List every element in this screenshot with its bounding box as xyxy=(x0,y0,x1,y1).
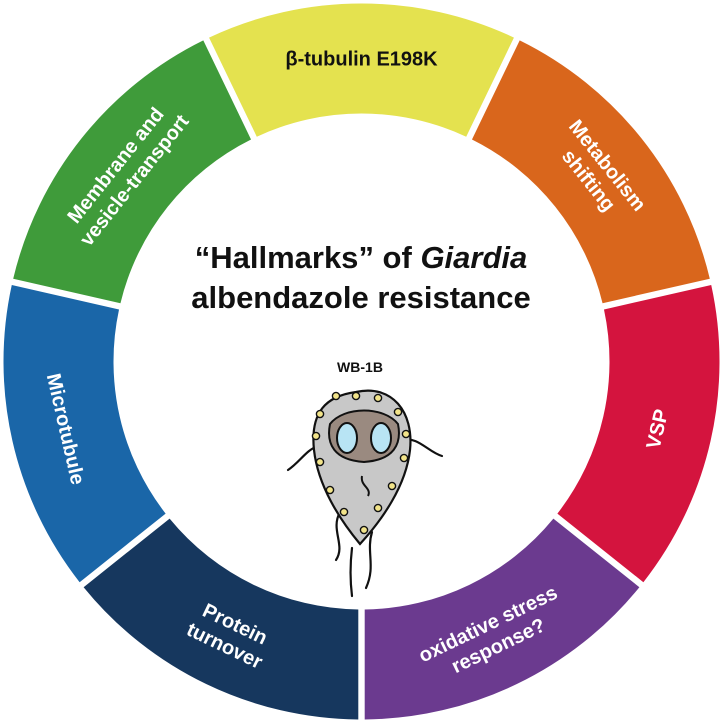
basal-body xyxy=(373,503,383,513)
center-title-line-2: albendazole resistance xyxy=(191,280,530,315)
basal-body xyxy=(315,457,325,467)
genus-name: Giardia xyxy=(420,240,527,275)
strain-label: WB-1B xyxy=(337,359,383,375)
basal-body xyxy=(387,481,397,491)
basal-body xyxy=(399,453,409,463)
basal-body xyxy=(373,393,383,403)
basal-body xyxy=(401,429,411,439)
basal-body xyxy=(339,507,349,517)
basal-body xyxy=(315,409,325,419)
basal-body xyxy=(359,525,369,535)
giardia-cell-illustration xyxy=(286,389,444,598)
basal-body xyxy=(393,407,403,417)
segment-microtubule xyxy=(3,284,166,583)
segment-ring: β-tubulin E198KMetabolismshiftingVSPoxid… xyxy=(3,3,720,720)
segment-protein-turnover xyxy=(83,518,359,720)
segment-metabolism xyxy=(471,40,710,304)
segment-beta-tubulin xyxy=(209,3,514,137)
segment-oxidative-stress xyxy=(364,518,640,720)
center-title-line-1: “Hallmarks” of Giardia xyxy=(195,240,528,275)
segment-vsp xyxy=(557,284,720,583)
basal-body xyxy=(311,431,321,441)
nucleus-right xyxy=(370,422,392,454)
nucleus-left xyxy=(336,422,358,454)
basal-bodies xyxy=(311,391,411,535)
basal-body xyxy=(325,485,335,495)
segment-label-beta-tubulin: β-tubulin E198K xyxy=(285,49,438,71)
basal-body xyxy=(331,391,341,401)
basal-body xyxy=(351,391,361,401)
segment-membrane-vesicle xyxy=(13,40,252,304)
median-body xyxy=(360,475,370,497)
